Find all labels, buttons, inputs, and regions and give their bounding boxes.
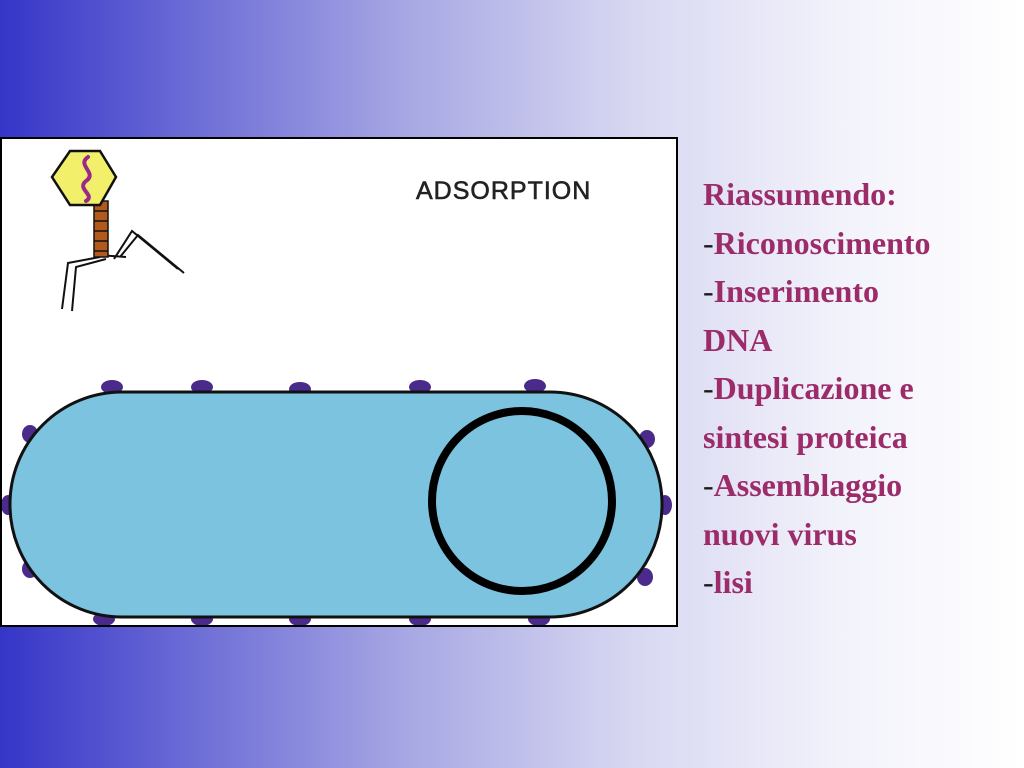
summary-item: nuovi virus [703,515,857,552]
adsorption-diagram-panel: ADSORPTION [0,137,678,627]
bacterial-cell [8,390,664,619]
receptor [101,380,123,394]
summary-item: sintesi proteica [703,418,908,455]
summary-item: DNA [703,321,773,358]
phage-tail-fibers [61,229,185,312]
diagram-label: ADSORPTION [416,177,592,206]
summary-list: Riassumendo: -Riconoscimento -Inseriment… [703,170,1015,607]
phage-dna [81,155,92,203]
phage-head [50,149,118,207]
summary-item: -Inserimento [703,273,879,309]
bacteriophage [50,149,185,312]
phage-tail [93,200,109,258]
summary-item: -Assemblaggio [703,467,903,503]
summary-item: -lisi [703,564,753,600]
bacterial-chromosome [428,407,616,595]
summary-item: -Riconoscimento [703,224,931,261]
receptor [524,379,546,393]
summary-title: Riassumendo: [703,176,897,212]
summary-item: -Duplicazione e [703,370,914,406]
adsorption-diagram [2,149,672,625]
